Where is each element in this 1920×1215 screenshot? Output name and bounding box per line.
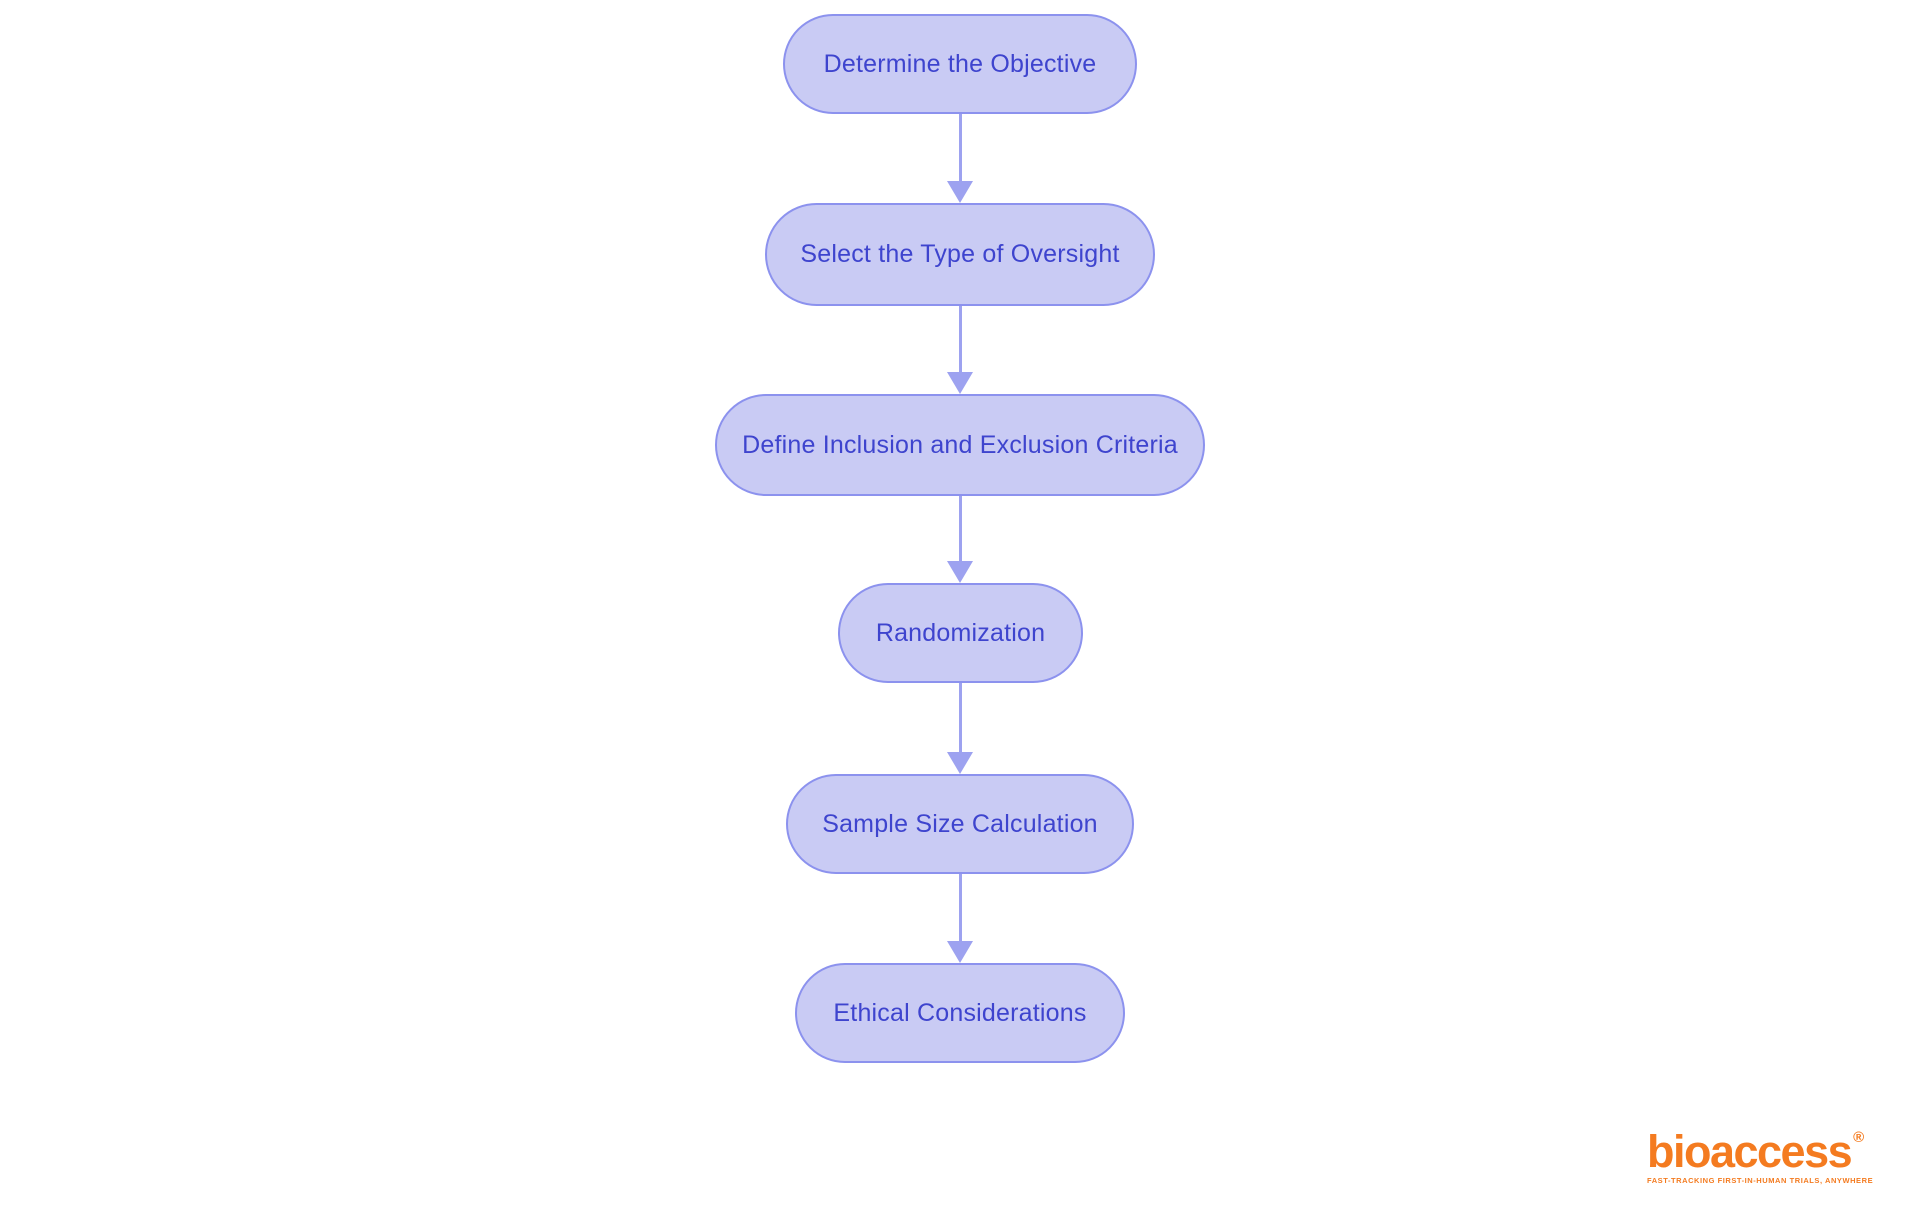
registered-trademark-icon: ® — [1853, 1128, 1865, 1146]
flow-node-randomization: Randomization — [838, 583, 1083, 683]
flow-node-determine-objective: Determine the Objective — [783, 14, 1137, 114]
arrow-down-icon — [947, 941, 973, 963]
arrow-line — [958, 683, 962, 752]
flow-node-define-criteria: Define Inclusion and Exclusion Criteria — [715, 394, 1205, 496]
arrow-down-icon — [947, 561, 973, 583]
flow-node-label: Determine the Objective — [823, 49, 1097, 78]
arrow-down-icon — [947, 181, 973, 203]
logo-tagline: FAST-TRACKING FIRST-IN-HUMAN TRIALS, ANY… — [1647, 1176, 1874, 1185]
flow-arrow-2 — [947, 306, 973, 394]
logo-wordmark-row: bioaccess ® — [1647, 1125, 1864, 1177]
flow-node-label: Select the Type of Oversight — [800, 240, 1120, 268]
arrow-down-icon — [947, 372, 973, 394]
flow-node-label: Ethical Considerations — [833, 998, 1087, 1027]
flow-node-select-oversight-type: Select the Type of Oversight — [765, 203, 1155, 306]
bioaccess-logo: bioaccess ® FAST-TRACKING FIRST-IN-HUMAN… — [1647, 1125, 1874, 1185]
logo-wordmark: bioaccess — [1647, 1125, 1853, 1177]
flow-arrow-3 — [947, 496, 973, 583]
flow-arrow-1 — [947, 114, 973, 203]
arrow-line — [958, 306, 962, 372]
arrow-line — [958, 874, 962, 941]
arrow-line — [958, 114, 962, 181]
flow-node-ethical-considerations: Ethical Considerations — [795, 963, 1125, 1063]
arrow-down-icon — [947, 752, 973, 774]
flow-node-label: Define Inclusion and Exclusion Criteria — [742, 430, 1178, 459]
flow-node-sample-size-calculation: Sample Size Calculation — [786, 774, 1134, 874]
arrow-line — [958, 496, 962, 561]
flow-arrow-4 — [947, 683, 973, 774]
flow-node-label: Sample Size Calculation — [822, 809, 1098, 838]
flow-node-label: Randomization — [875, 618, 1046, 647]
flow-arrow-5 — [947, 874, 973, 963]
